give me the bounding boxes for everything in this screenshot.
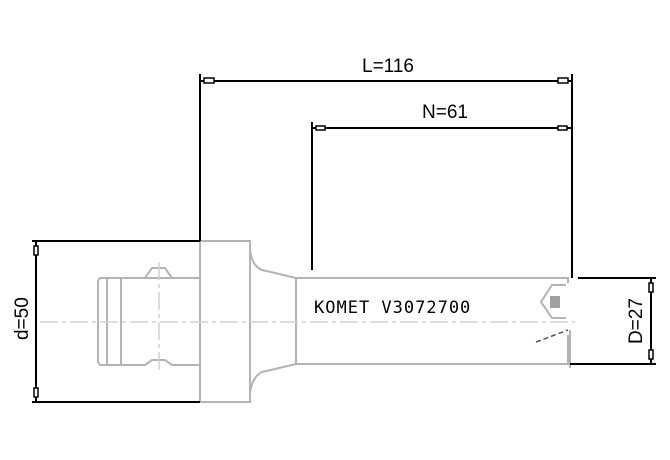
arrow-tick-icon: [33, 387, 39, 398]
boring-bar-outline: [295, 277, 569, 365]
engraving-text: KOMET V3072700: [314, 298, 471, 318]
taper-bottom: [249, 363, 297, 394]
insert-screw-icon: [550, 296, 560, 308]
label-N: N=61: [422, 102, 468, 123]
dimension-shank-diameter: d=50: [12, 240, 200, 403]
shank-outline: [97, 267, 200, 366]
arrow-tick-icon: [315, 125, 326, 131]
arrow-tick-icon: [203, 77, 215, 84]
arrow-tick-icon: [557, 77, 569, 84]
label-D: D=27: [626, 298, 647, 344]
dimension-overall-length: L=116: [199, 56, 573, 278]
cutting-insert: [539, 284, 566, 319]
arrow-tick-icon: [33, 245, 39, 256]
label-L: L=116: [362, 56, 414, 77]
label-d: d=50: [12, 297, 33, 340]
dimension-cutting-diameter: D=27: [570, 277, 656, 365]
arrow-tick-icon: [648, 349, 654, 360]
insert-reference-line: [535, 329, 569, 343]
arrow-tick-icon: [557, 125, 568, 131]
arrow-tick-icon: [648, 282, 654, 293]
taper-top: [249, 249, 297, 279]
dimension-projection-length: N=61: [311, 102, 572, 270]
